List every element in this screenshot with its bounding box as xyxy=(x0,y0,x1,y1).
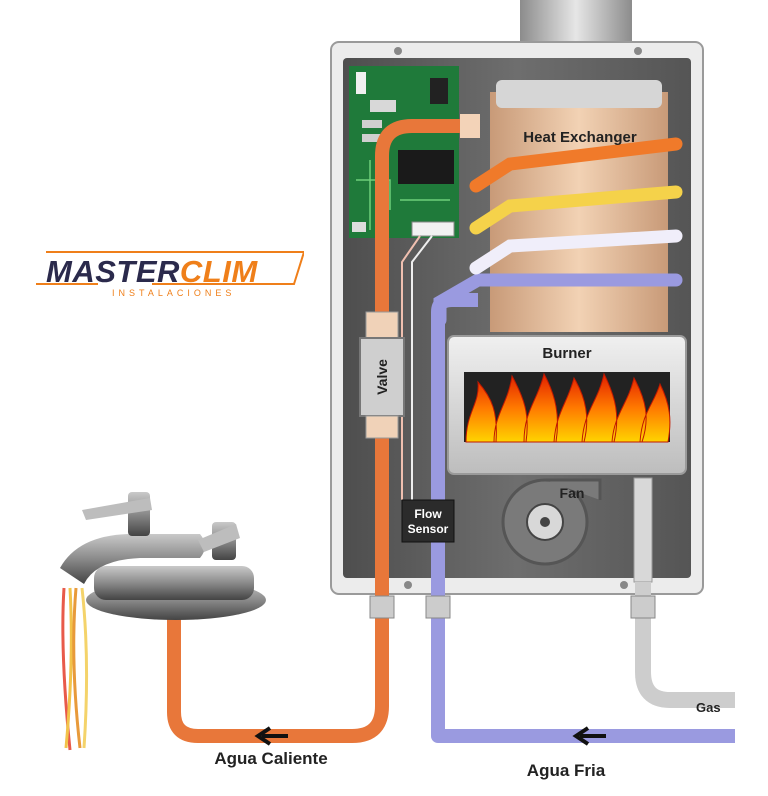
logo-tagline: INSTALACIONES xyxy=(112,288,236,298)
burner-flames xyxy=(465,372,671,443)
gas-pipe xyxy=(635,582,735,708)
sensor-wire xyxy=(411,235,433,500)
water-stream xyxy=(61,587,89,751)
faucet xyxy=(60,492,266,620)
flue-collar xyxy=(520,0,632,46)
fan xyxy=(501,478,602,566)
sensor-connector xyxy=(411,221,455,237)
pipe-fitting xyxy=(425,595,451,619)
masterclim-logo: MASTERCLIM INSTALACIONES xyxy=(32,250,304,302)
screw xyxy=(394,47,402,55)
hx-coil-yellow xyxy=(469,185,683,235)
hot-pipe-joint xyxy=(460,114,480,138)
sensor-wire xyxy=(401,235,421,500)
hx-coil-white xyxy=(469,229,683,275)
logo-name-part1: MASTER xyxy=(46,254,180,289)
flow-sensor-label-line2: Sensor xyxy=(408,522,449,536)
gas-line-inner xyxy=(633,477,653,583)
cold-water-pipe xyxy=(431,293,735,743)
screw xyxy=(634,47,642,55)
hot-water-pipe xyxy=(167,119,466,743)
heat-exchanger-label: Heat Exchanger xyxy=(523,129,637,146)
logo-wordmark: MASTERCLIM xyxy=(46,254,258,290)
burner-label: Burner xyxy=(542,345,591,362)
flow-sensor xyxy=(401,499,455,543)
hx-coil-orange xyxy=(469,137,683,193)
hot-flow-arrow xyxy=(254,726,288,746)
hot-water-label: Agua Caliente xyxy=(214,749,327,768)
pipe-fitting xyxy=(630,595,656,619)
control-board xyxy=(349,66,459,238)
valve xyxy=(359,311,405,439)
screw xyxy=(404,581,412,589)
cold-flow-arrow xyxy=(572,726,606,746)
heat-exchanger xyxy=(490,80,668,332)
pipe-fitting xyxy=(369,595,395,619)
screw xyxy=(620,581,628,589)
cold-water-label: Agua Fria xyxy=(527,761,606,780)
gas-label: Gas xyxy=(696,700,721,715)
fan-label: Fan xyxy=(560,485,585,501)
valve-label: Valve xyxy=(374,359,390,395)
flow-sensor-label-line1: Flow xyxy=(414,507,442,521)
logo-name-part2: CLIM xyxy=(179,254,258,289)
